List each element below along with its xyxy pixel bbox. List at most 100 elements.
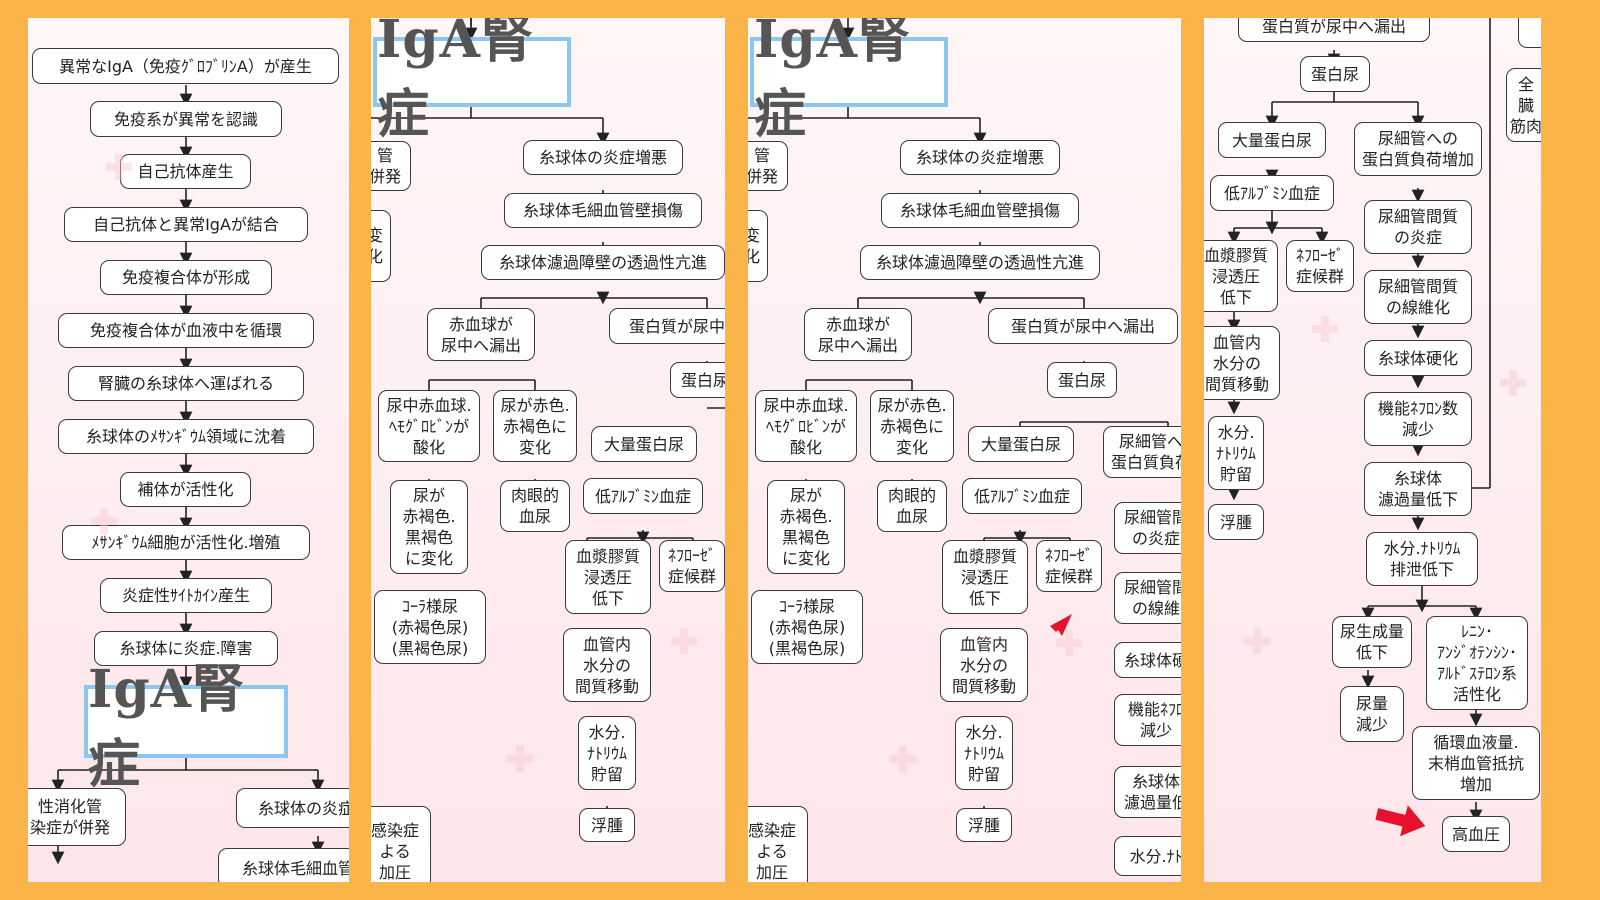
node-gross-hematuria: 肉眼的 血尿 bbox=[500, 480, 570, 532]
node-nephron-loss: 機能ﾈﾌﾛﾝ数 減少 bbox=[1364, 392, 1472, 446]
node-partial-left-mid: 変 化 bbox=[748, 210, 768, 282]
node-capillary-wall-damage: 糸球体毛細血管壁損傷 bbox=[881, 193, 1079, 228]
node-urine-red: 尿が赤色. 赤褐色に 変化 bbox=[493, 390, 577, 462]
node-nephrotic-syndrome: ﾈﾌﾛｰｾﾞ 症候群 bbox=[659, 540, 725, 592]
node-antibody-binding: 自己抗体と異常IgAが結合 bbox=[64, 207, 308, 242]
node-tubular-load-partial: 尿細管へ 蛋白質負荷 bbox=[1103, 426, 1181, 478]
node-complement: 補体が活性化 bbox=[120, 472, 251, 507]
node-autoantibody: 自己抗体産生 bbox=[120, 154, 251, 189]
cross-icon bbox=[1244, 628, 1270, 654]
node-glomerular-injury: 糸球体に炎症.障害 bbox=[94, 631, 278, 666]
flowchart-panel-3: IgA腎症 管 併発 変 化 糸球体の炎症増悪 糸球体毛細血管壁損傷 糸球体濾過… bbox=[748, 18, 1181, 882]
node-sodium-retention: 水分. ﾅﾄﾘｳﾑ 貯留 bbox=[578, 716, 636, 790]
node-sodium-retention: 水分. ﾅﾄﾘｳﾑ 貯留 bbox=[1208, 416, 1264, 490]
node-oncotic-pressure: 血漿膠質 浸透圧 低下 bbox=[1204, 240, 1278, 312]
iga-nephropathy-title: IgA腎症 bbox=[84, 659, 288, 795]
node-urine-volume-decrease: 尿量 減少 bbox=[1340, 686, 1404, 742]
node-glomerular-capillary: 糸球体毛細血管 bbox=[218, 848, 349, 882]
node-hypoalbuminemia: 低ｱﾙﾌﾞﾐﾝ血症 bbox=[583, 478, 703, 514]
node-partial-left-mid: 変 化 bbox=[371, 210, 391, 282]
node-inflammation-worsening: 糸球体の炎症増悪 bbox=[523, 140, 683, 175]
node-raas-activation: ﾚﾆﾝ･ ｱﾝｼﾞｵﾃﾝｼﾝ･ ｱﾙﾄﾞｽﾃﾛﾝ系 活性化 bbox=[1426, 616, 1528, 710]
node-partial-top-right bbox=[1518, 18, 1541, 48]
node-urine-production-decrease: 尿生成量 低下 bbox=[1332, 616, 1412, 668]
node-rbc-leak: 赤血球が 尿中へ漏出 bbox=[427, 308, 535, 361]
node-filtration-permeability: 糸球体濾過障壁の透過性亢進 bbox=[481, 245, 725, 280]
node-mesangial-deposit: 糸球体のﾒｻﾝｷﾞｳﾑ領域に沈着 bbox=[58, 419, 314, 454]
node-gi-infection: 性消化管 染症が併発 bbox=[28, 788, 126, 846]
cross-icon bbox=[671, 628, 697, 654]
node-edema: 浮腫 bbox=[579, 808, 635, 842]
node-protein-leak-partial: 蛋白質が尿中 bbox=[609, 308, 725, 344]
node-interstitial-shift: 血管内 水分の 間質移動 bbox=[563, 628, 651, 702]
node-massive-proteinuria: 大量蛋白尿 bbox=[968, 426, 1074, 462]
node-interstitial-shift: 血管内 水分の 間質移動 bbox=[940, 628, 1028, 702]
node-glomerular-inflammation: 糸球体の炎症 bbox=[236, 788, 349, 828]
node-glomerulosclerosis-partial: 糸球体硬 bbox=[1114, 642, 1181, 678]
node-gross-hematuria: 肉眼的 血尿 bbox=[877, 480, 947, 532]
node-urine-dark: 尿が 赤褐色. 黒褐色 に変化 bbox=[390, 480, 468, 574]
node-proteinuria: 蛋白尿 bbox=[1047, 362, 1117, 398]
node-urine-dark: 尿が 赤褐色. 黒褐色 に変化 bbox=[767, 480, 845, 574]
node-nephron-loss-partial: 機能ﾈﾌﾛ 減少 bbox=[1114, 694, 1181, 746]
red-arrow-icon bbox=[1036, 614, 1072, 652]
node-filtration-permeability: 糸球体濾過障壁の透過性亢進 bbox=[860, 245, 1100, 280]
node-hypoalbuminemia: 低ｱﾙﾌﾞﾐﾝ血症 bbox=[962, 478, 1082, 514]
node-proteinuria-partial: 蛋白尿 bbox=[670, 362, 725, 398]
node-immune-complex: 免疫複合体が形成 bbox=[100, 260, 272, 295]
node-nephrotic-syndrome: ﾈﾌﾛｰｾﾞ 症候群 bbox=[1036, 540, 1102, 592]
node-interstitial-shift: 血管内 水分の 間質移動 bbox=[1204, 326, 1280, 400]
node-capillary-wall-damage: 糸球体毛細血管壁損傷 bbox=[504, 193, 702, 228]
flowchart-panel-1: 異常なIgA（免疫ｸﾞﾛﾌﾞﾘﾝA）が産生 免疫系が異常を認識 自己抗体産生 自… bbox=[28, 18, 349, 882]
node-circulating-volume-increase: 循環血液量. 末梢血管抵抗 増加 bbox=[1412, 726, 1540, 800]
node-abnormal-iga: 異常なIgA（免疫ｸﾞﾛﾌﾞﾘﾝA）が産生 bbox=[32, 48, 339, 84]
node-tubulointerstitial-inflammation: 尿細管間質 の炎症 bbox=[1364, 200, 1472, 254]
node-proteinuria: 蛋白尿 bbox=[1300, 56, 1370, 92]
node-partial-left-top: 管 併発 bbox=[748, 141, 788, 191]
node-hypoalbuminemia: 低ｱﾙﾌﾞﾐﾝ血症 bbox=[1210, 175, 1334, 211]
node-to-glomerulus: 腎臓の糸球体へ運ばれる bbox=[68, 366, 304, 401]
cross-icon bbox=[507, 746, 533, 772]
node-inflammation-worsening: 糸球体の炎症増悪 bbox=[900, 140, 1060, 175]
node-immune-recognition: 免疫系が異常を認識 bbox=[90, 101, 282, 137]
node-edema: 浮腫 bbox=[1208, 504, 1264, 540]
node-cola-urine: ｺｰﾗ様尿 (赤褐色尿) (黒褐色尿) bbox=[751, 590, 863, 664]
node-tubular-protein-load: 尿細管への 蛋白質負荷増加 bbox=[1354, 122, 1482, 176]
node-interstitial-fibrosis-partial: 尿細管間 の線維 bbox=[1114, 572, 1181, 624]
node-cola-urine: ｺｰﾗ様尿 (赤褐色尿) (黒褐色尿) bbox=[374, 590, 486, 664]
node-hemoglobin-oxidation: 尿中赤血球. ﾍﾓｸﾞﾛﾋﾞﾝが 酸化 bbox=[378, 390, 480, 462]
cross-icon bbox=[1056, 630, 1082, 656]
flowchart-panel-2: IgA腎症 管 併発 変 化 糸球体の炎症増悪 糸球体毛細血管壁損傷 糸球体濾過… bbox=[371, 18, 725, 882]
iga-nephropathy-title: IgA腎症 bbox=[373, 18, 571, 145]
node-oncotic-pressure: 血漿膠質 浸透圧 低下 bbox=[942, 540, 1028, 614]
node-gfr-decrease: 糸球体 濾過量低下 bbox=[1364, 462, 1472, 516]
cross-icon bbox=[1500, 370, 1526, 396]
node-interstitial-inflammation-partial: 尿細管間 の炎症 bbox=[1114, 502, 1181, 554]
node-hemoglobin-oxidation: 尿中赤血球. ﾍﾓｸﾞﾛﾋﾞﾝが 酸化 bbox=[755, 390, 857, 462]
cross-icon bbox=[106, 154, 132, 180]
node-sodium-excretion: 水分.ﾅﾄﾘｳﾑ 排泄低下 bbox=[1366, 532, 1478, 586]
flowchart-panel-4: 蛋白質が尿中へ漏出 蛋白尿 大量蛋白尿 尿細管への 蛋白質負荷増加 低ｱﾙﾌﾞﾐ… bbox=[1204, 18, 1541, 882]
node-protein-leak: 蛋白質が尿中へ漏出 bbox=[1238, 18, 1430, 42]
cross-icon bbox=[1312, 316, 1338, 342]
node-partial-left-top: 管 併発 bbox=[371, 141, 411, 191]
node-hypertension: 高血圧 bbox=[1442, 816, 1510, 852]
node-rbc-leak: 赤血球が 尿中へ漏出 bbox=[804, 308, 912, 361]
node-complex-circulation: 免疫複合体が血液中を循環 bbox=[58, 313, 314, 348]
node-partial-right-edge: 全 臓 筋肉 bbox=[1506, 68, 1541, 142]
iga-nephropathy-title: IgA腎症 bbox=[750, 18, 948, 145]
node-glomerulosclerosis: 糸球体硬化 bbox=[1364, 340, 1472, 376]
node-infection-partial: 感染症 よる 加圧 bbox=[371, 806, 431, 882]
cross-icon bbox=[91, 508, 117, 534]
node-oncotic-pressure: 血漿膠質 浸透圧 低下 bbox=[565, 540, 651, 614]
node-infection-partial: 感染症 よる 加圧 bbox=[748, 806, 808, 882]
node-massive-proteinuria: 大量蛋白尿 bbox=[1218, 122, 1326, 158]
node-massive-proteinuria: 大量蛋白尿 bbox=[591, 426, 697, 462]
node-mesangial-proliferation: ﾒｻﾝｷﾞｳﾑ細胞が活性化.増殖 bbox=[62, 525, 310, 560]
node-sodium-excretion-partial: 水分.ﾅﾄ bbox=[1114, 836, 1181, 876]
node-edema: 浮腫 bbox=[956, 808, 1012, 842]
cross-icon bbox=[890, 746, 916, 772]
node-nephrotic-syndrome: ﾈﾌﾛｰｾﾞ 症候群 bbox=[1286, 240, 1354, 292]
node-gfr-decrease-partial: 糸球体 濾過量低 bbox=[1114, 766, 1181, 818]
node-tubulointerstitial-fibrosis: 尿細管間質 の線維化 bbox=[1364, 270, 1472, 324]
